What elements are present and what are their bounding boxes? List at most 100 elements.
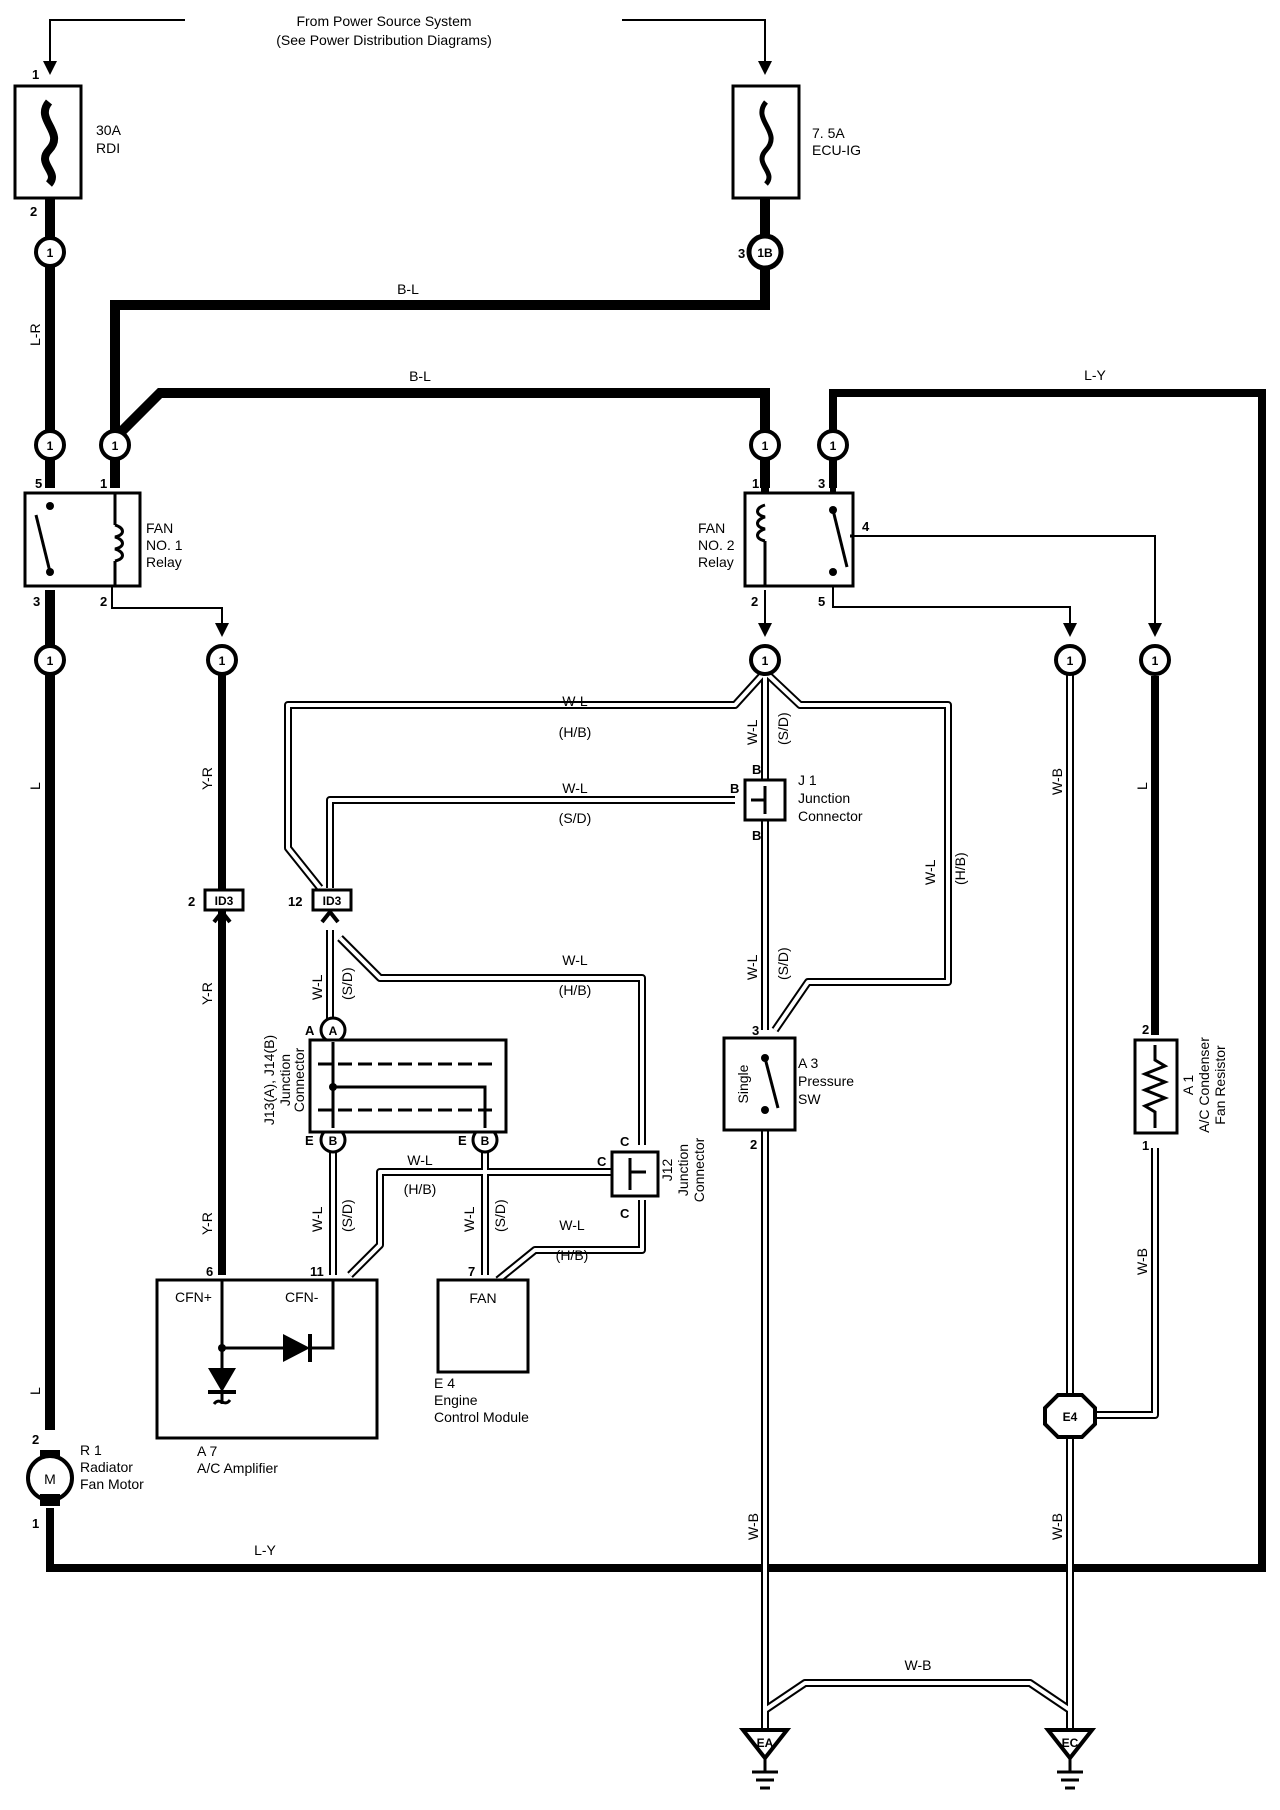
fuse-ecu-ig: 7. 5A ECU-IG — [731, 84, 861, 200]
svg-text:1: 1 — [47, 654, 54, 668]
svg-text:12: 12 — [288, 894, 302, 909]
svg-text:1: 1 — [762, 654, 769, 668]
svg-text:2: 2 — [32, 1432, 39, 1447]
fuse-rdi: 1 2 30A RDI — [13, 67, 122, 219]
svg-text:EA: EA — [757, 1736, 774, 1750]
svg-text:W-L: W-L — [744, 954, 760, 980]
svg-text:A 1: A 1 — [1180, 1075, 1196, 1095]
wire-relay2-pin4 — [850, 535, 1162, 637]
svg-text:2: 2 — [751, 594, 758, 609]
svg-text:(H/B): (H/B) — [952, 852, 968, 885]
svg-text:A/C Condenser: A/C Condenser — [1196, 1037, 1212, 1133]
svg-text:ID3: ID3 — [323, 894, 342, 908]
svg-text:R 1: R 1 — [80, 1442, 102, 1458]
svg-text:W-L: W-L — [744, 719, 760, 745]
ground-ea: EA — [738, 1728, 792, 1790]
ground-ec: EC — [1043, 1728, 1097, 1790]
svg-text:Junction: Junction — [675, 1144, 691, 1196]
svg-text:Control Module: Control Module — [434, 1409, 529, 1425]
svg-text:W-L: W-L — [559, 1217, 585, 1233]
fan-relay-2: 1 3 4 2 5 FAN NO. 2 Relay — [698, 470, 870, 609]
svg-text:ID3: ID3 — [215, 894, 234, 908]
svg-text:W-L: W-L — [562, 780, 588, 796]
svg-text:Junction: Junction — [798, 790, 850, 806]
svg-text:E: E — [458, 1133, 467, 1148]
svg-text:SW: SW — [798, 1091, 821, 1107]
wire-l-label-1: L — [27, 782, 43, 790]
ac-amplifier-a7: CFN+ CFN- 6 11 A 7 A/C Amplifier — [155, 1264, 379, 1476]
svg-text:C: C — [620, 1134, 630, 1149]
svg-text:1B: 1B — [757, 246, 773, 260]
svg-text:RDI: RDI — [96, 140, 120, 156]
svg-text:(S/D): (S/D) — [339, 967, 355, 1000]
wire-bl-lower-label: B-L — [409, 368, 431, 384]
radiator-fan-motor-r1: M 2 1 R 1 Radiator Fan Motor — [26, 1432, 144, 1531]
svg-text:7. 5A: 7. 5A — [812, 125, 845, 141]
connector-id3-pin12: ID3 12 — [288, 888, 353, 924]
svg-text:30A: 30A — [96, 122, 122, 138]
svg-text:J13(A), J14(B): J13(A), J14(B) — [261, 1035, 277, 1125]
svg-text:1: 1 — [219, 654, 226, 668]
svg-text:1: 1 — [112, 439, 119, 453]
svg-text:FAN: FAN — [469, 1290, 496, 1306]
svg-text:W-B: W-B — [1134, 1248, 1150, 1275]
fan-relay-1: 5 1 3 2 FAN NO. 1 Relay — [23, 476, 183, 609]
junction-connector-j12: C C C J12 Junction Connector — [597, 1134, 707, 1221]
svg-text:Junction: Junction — [277, 1054, 293, 1106]
svg-text:J 1: J 1 — [798, 772, 817, 788]
svg-text:A: A — [305, 1023, 315, 1038]
svg-text:1: 1 — [32, 1516, 39, 1531]
svg-text:4: 4 — [862, 519, 870, 534]
svg-text:Relay: Relay — [698, 554, 734, 570]
svg-text:B: B — [752, 762, 761, 777]
svg-text:3: 3 — [738, 246, 745, 261]
condenser-fan-resistor-a1: 2 1 A 1 A/C Condenser Fan Resistor — [1133, 1022, 1228, 1153]
svg-text:2: 2 — [30, 204, 37, 219]
power-feed-left — [43, 19, 185, 75]
svg-text:Single: Single — [735, 1064, 751, 1103]
svg-text:NO. 1: NO. 1 — [146, 537, 183, 553]
svg-text:C: C — [597, 1154, 607, 1169]
svg-text:11: 11 — [310, 1264, 324, 1279]
svg-text:7: 7 — [468, 1264, 475, 1279]
svg-text:E 4: E 4 — [434, 1375, 455, 1391]
svg-text:CFN+: CFN+ — [175, 1289, 212, 1305]
svg-text:1: 1 — [762, 439, 769, 453]
svg-text:1: 1 — [1152, 654, 1159, 668]
svg-text:6: 6 — [206, 1264, 213, 1279]
svg-text:2: 2 — [1142, 1022, 1149, 1037]
wire-bl-upper-label: B-L — [397, 281, 419, 297]
svg-text:W-L: W-L — [309, 1206, 325, 1232]
svg-text:Engine: Engine — [434, 1392, 478, 1408]
svg-text:(S/D): (S/D) — [775, 712, 791, 745]
pressure-switch-a3: Single 3 2 A 3 Pressure SW — [722, 1023, 854, 1152]
svg-text:J12: J12 — [659, 1159, 675, 1182]
svg-text:B: B — [752, 828, 761, 843]
svg-text:(S/D): (S/D) — [492, 1199, 508, 1232]
svg-text:W-B: W-B — [905, 1657, 932, 1673]
wire-yr-label-3: Y-R — [199, 1212, 215, 1235]
svg-text:CFN-: CFN- — [285, 1289, 319, 1305]
svg-text:1: 1 — [47, 439, 54, 453]
svg-text:Connector: Connector — [291, 1047, 307, 1112]
power-source-label: From Power Source System (See Power Dist… — [276, 13, 492, 48]
svg-text:(H/B): (H/B) — [556, 1247, 589, 1263]
svg-text:W-B: W-B — [1049, 768, 1065, 795]
double-wires — [284, 669, 1159, 1730]
svg-text:A 3: A 3 — [798, 1055, 818, 1071]
junction-connector-j1: B B B J 1 Junction Connector — [730, 762, 863, 843]
svg-text:2: 2 — [750, 1137, 757, 1152]
svg-text:3: 3 — [33, 594, 40, 609]
svg-text:3: 3 — [752, 1023, 759, 1038]
svg-text:E4: E4 — [1063, 1410, 1078, 1424]
svg-text:1: 1 — [47, 246, 54, 260]
svg-text:A/C Amplifier: A/C Amplifier — [197, 1460, 278, 1476]
wire-yr-label-2: Y-R — [199, 982, 215, 1005]
svg-text:Radiator: Radiator — [80, 1459, 133, 1475]
junction-connector-j13-j14: J13(A), J14(B) Junction Connector — [261, 1035, 508, 1134]
wire-bl-upper — [110, 262, 770, 488]
power-feed-right — [622, 19, 772, 75]
splice-e4: E4 — [1043, 1393, 1097, 1439]
svg-text:2: 2 — [100, 594, 107, 609]
